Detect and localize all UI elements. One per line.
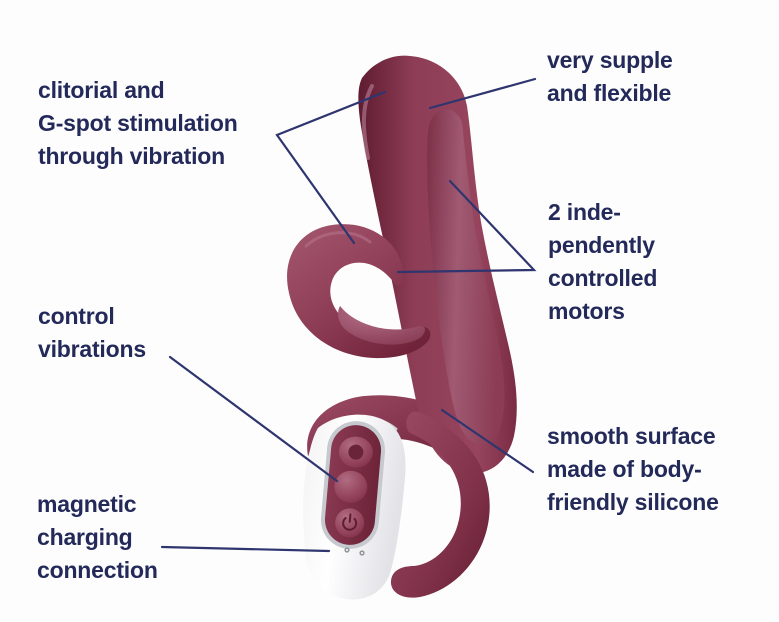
annotation-magnetic-charging: magnetic charging connection bbox=[37, 488, 158, 587]
leader-line-supple-flexible bbox=[428, 77, 537, 110]
annotation-line: through vibration bbox=[38, 143, 225, 169]
annotation-line: pendently bbox=[548, 232, 655, 258]
annotation-clitoral-gspot: clitorial and G-spot stimulation through… bbox=[38, 74, 238, 173]
leader-lines bbox=[160, 77, 537, 553]
annotation-line: 2 inde- bbox=[548, 199, 621, 225]
annotation-line: made of body- bbox=[547, 456, 702, 482]
shaft-highlight bbox=[361, 84, 374, 160]
annotation-line: very supple bbox=[547, 47, 673, 73]
control-panel bbox=[320, 421, 386, 549]
clitoral-arm bbox=[287, 224, 431, 359]
leader-line-smooth-surface bbox=[440, 408, 535, 474]
annotation-line: smooth surface bbox=[547, 423, 716, 449]
annotation-supple-flexible: very supple and flexible bbox=[547, 44, 673, 110]
annotation-line: G-spot stimulation bbox=[38, 110, 238, 136]
handle-loop bbox=[390, 411, 490, 598]
flexible-tip-panel bbox=[427, 109, 505, 445]
clitoral-arm-ridge bbox=[304, 231, 372, 248]
charging-contacts bbox=[344, 547, 365, 556]
vibration-button-top-hole bbox=[348, 444, 364, 460]
power-icon bbox=[342, 513, 358, 531]
annotation-smooth-surface: smooth surface made of body- friendly si… bbox=[547, 420, 719, 519]
annotation-line: clitorial and bbox=[38, 77, 165, 103]
leader-line-magnetic-charging bbox=[160, 545, 331, 553]
leader-line-control-vibrations bbox=[168, 355, 339, 483]
annotation-line: control bbox=[38, 303, 115, 329]
annotation-line: magnetic bbox=[37, 491, 137, 517]
leader-line-motors bbox=[396, 179, 537, 274]
annotation-line: motors bbox=[548, 298, 625, 324]
annotation-line: and flexible bbox=[547, 80, 672, 106]
vibration-button-middle bbox=[334, 470, 368, 503]
annotation-line: charging bbox=[37, 524, 133, 550]
annotation-line: vibrations bbox=[38, 336, 146, 362]
leader-line-clitoral-gspot bbox=[275, 90, 387, 245]
annotation-control-vibrations: control vibrations bbox=[38, 300, 146, 366]
clitoral-arm-tongue bbox=[338, 306, 425, 345]
annotation-line: controlled bbox=[548, 265, 658, 291]
annotation-line: friendly silicone bbox=[547, 489, 719, 515]
annotation-motors: 2 inde- pendently controlled motors bbox=[548, 196, 657, 328]
annotation-line: connection bbox=[37, 557, 158, 583]
